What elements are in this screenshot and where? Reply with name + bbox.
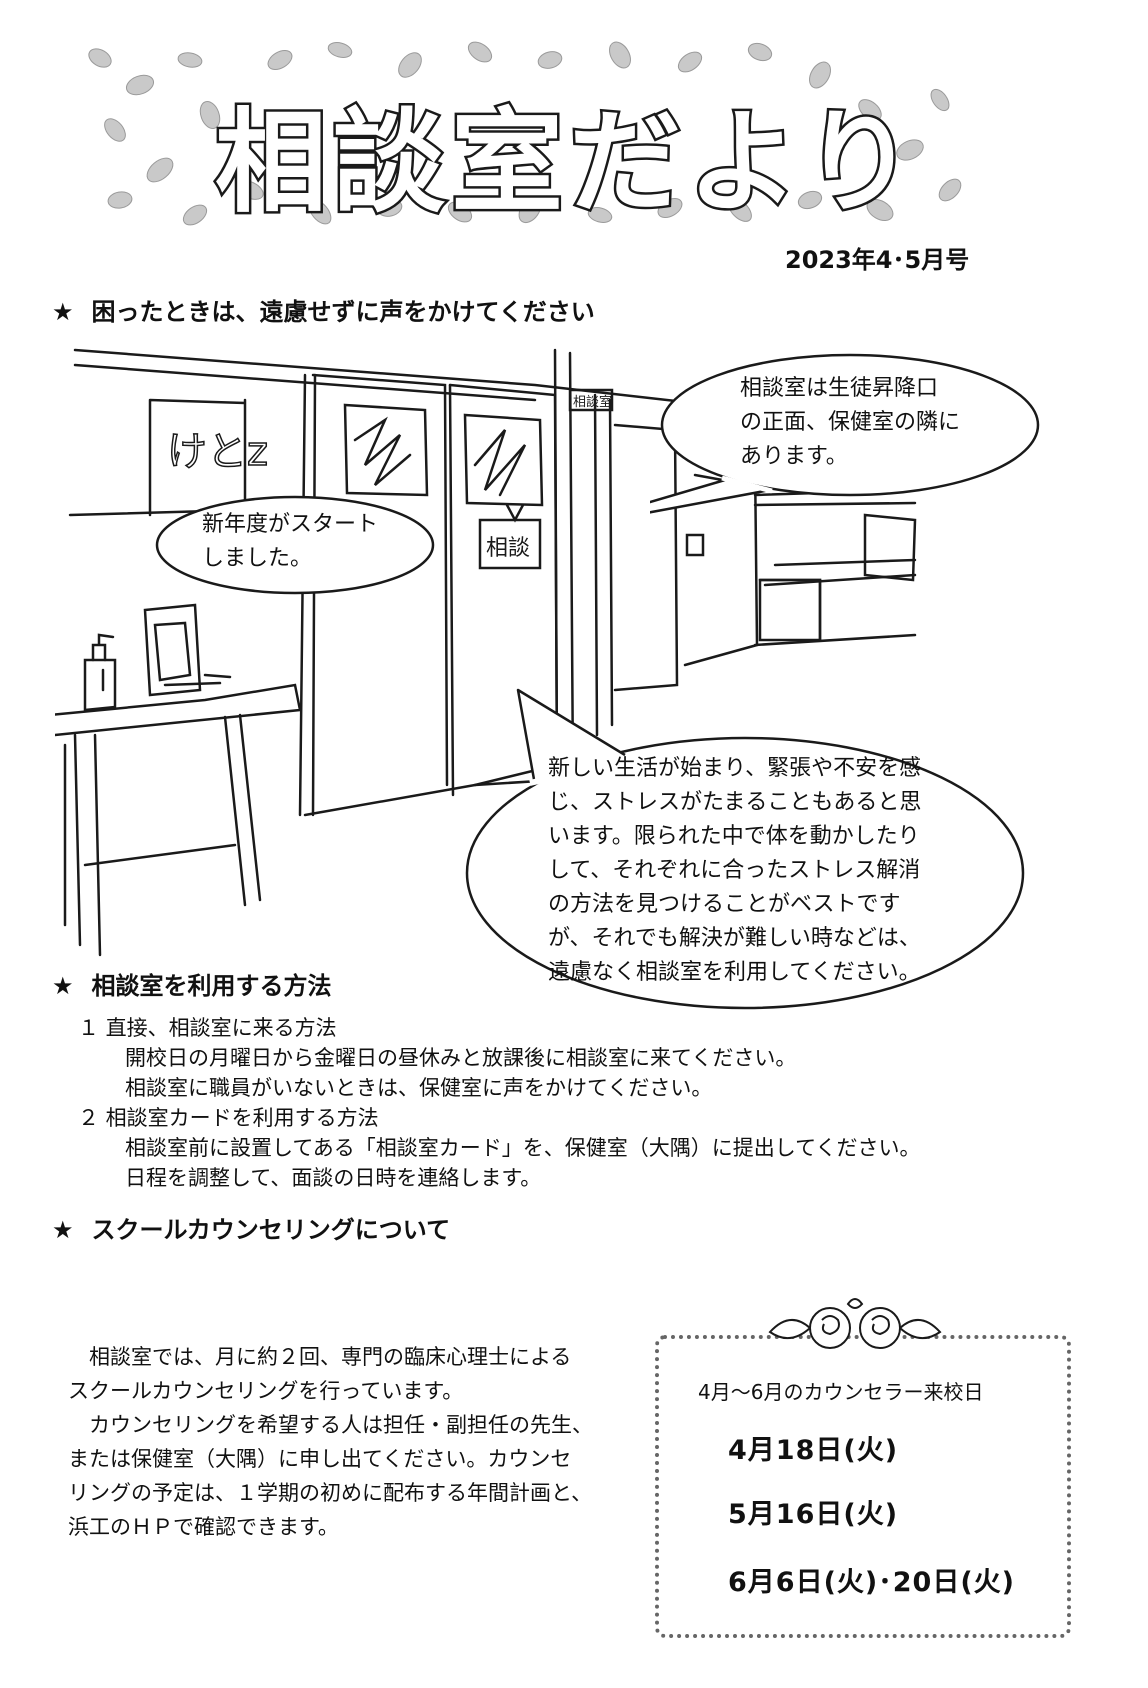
section-heading-counseling: ★ スクールカウンセリングについて <box>52 1210 450 1245</box>
method-2-detail-2: 日程を調整して、面談の日時を連絡します。 <box>125 1166 542 1190</box>
title-banner-leaves <box>88 41 962 226</box>
speech-bubble-location <box>650 353 1040 514</box>
hanging-sign-label: 相談 <box>486 536 530 561</box>
star-icon: ★ <box>52 1216 74 1244</box>
method-1-detail-1: 開校日の月曜日から金曜日の昼休みと放課後に相談室に来てください。 <box>125 1046 797 1070</box>
bubble-stress-text: 新しい生活が始まり、緊張や不安を感 じ、ストレスがたまることもあると思 います。… <box>548 756 922 985</box>
method-2-detail-1: 相談室前に設置してある「相談室カード」を、保健室（大隅）に提出してください。 <box>125 1136 921 1160</box>
section-heading-text: 相談室を利用する方法 <box>91 972 332 1000</box>
section-heading-help: ★ 困ったときは、遠慮せずに声をかけてください <box>52 292 595 327</box>
section-heading-text: 困ったときは、遠慮せずに声をかけてください <box>91 298 595 326</box>
star-icon: ★ <box>52 298 74 326</box>
section-heading-how-to-use: ★ 相談室を利用する方法 <box>52 966 332 1001</box>
visit-date-3: 6月6日(火)･20日(火) <box>728 1567 1016 1598</box>
counselor-visit-title: 4月～6月のカウンセラー来校日 <box>698 1380 984 1404</box>
visit-date-1: 4月18日(火) <box>728 1435 899 1466</box>
visit-date-2: 5月16日(火) <box>728 1499 899 1530</box>
star-icon: ★ <box>52 972 74 1000</box>
issue-date: 2023年4･5月号 <box>785 246 970 274</box>
counseling-description: 相談室では、月に約２回、専門の臨床心理士による スクールカウンセリングを行ってい… <box>68 1345 593 1539</box>
method-1-title: １ 直接、相談室に来る方法 <box>78 1016 337 1040</box>
hallway-illustration: けとz 相談 相談室 <box>55 348 917 957</box>
section-heading-text: スクールカウンセリングについて <box>91 1216 451 1244</box>
speech-bubble-stress <box>465 688 1025 1010</box>
corridor-door-sign: 相談室 <box>573 394 612 410</box>
rose-ornament-icon <box>768 1298 942 1349</box>
newsletter-title: 相談室だより <box>213 96 921 231</box>
method-2-title: ２ 相談室カードを利用する方法 <box>78 1106 379 1130</box>
method-1-detail-2: 相談室に職員がいないときは、保健室に声をかけてください。 <box>125 1076 713 1100</box>
svg-text:けとz: けとz <box>167 429 268 475</box>
bubble-new-year-text: 新年度がスタート しました。 <box>202 512 379 571</box>
bubble-location-text: 相談室は生徒昇降口 の正面、保健室の隣に あります。 <box>740 376 961 469</box>
speech-bubble-new-year <box>155 495 435 595</box>
